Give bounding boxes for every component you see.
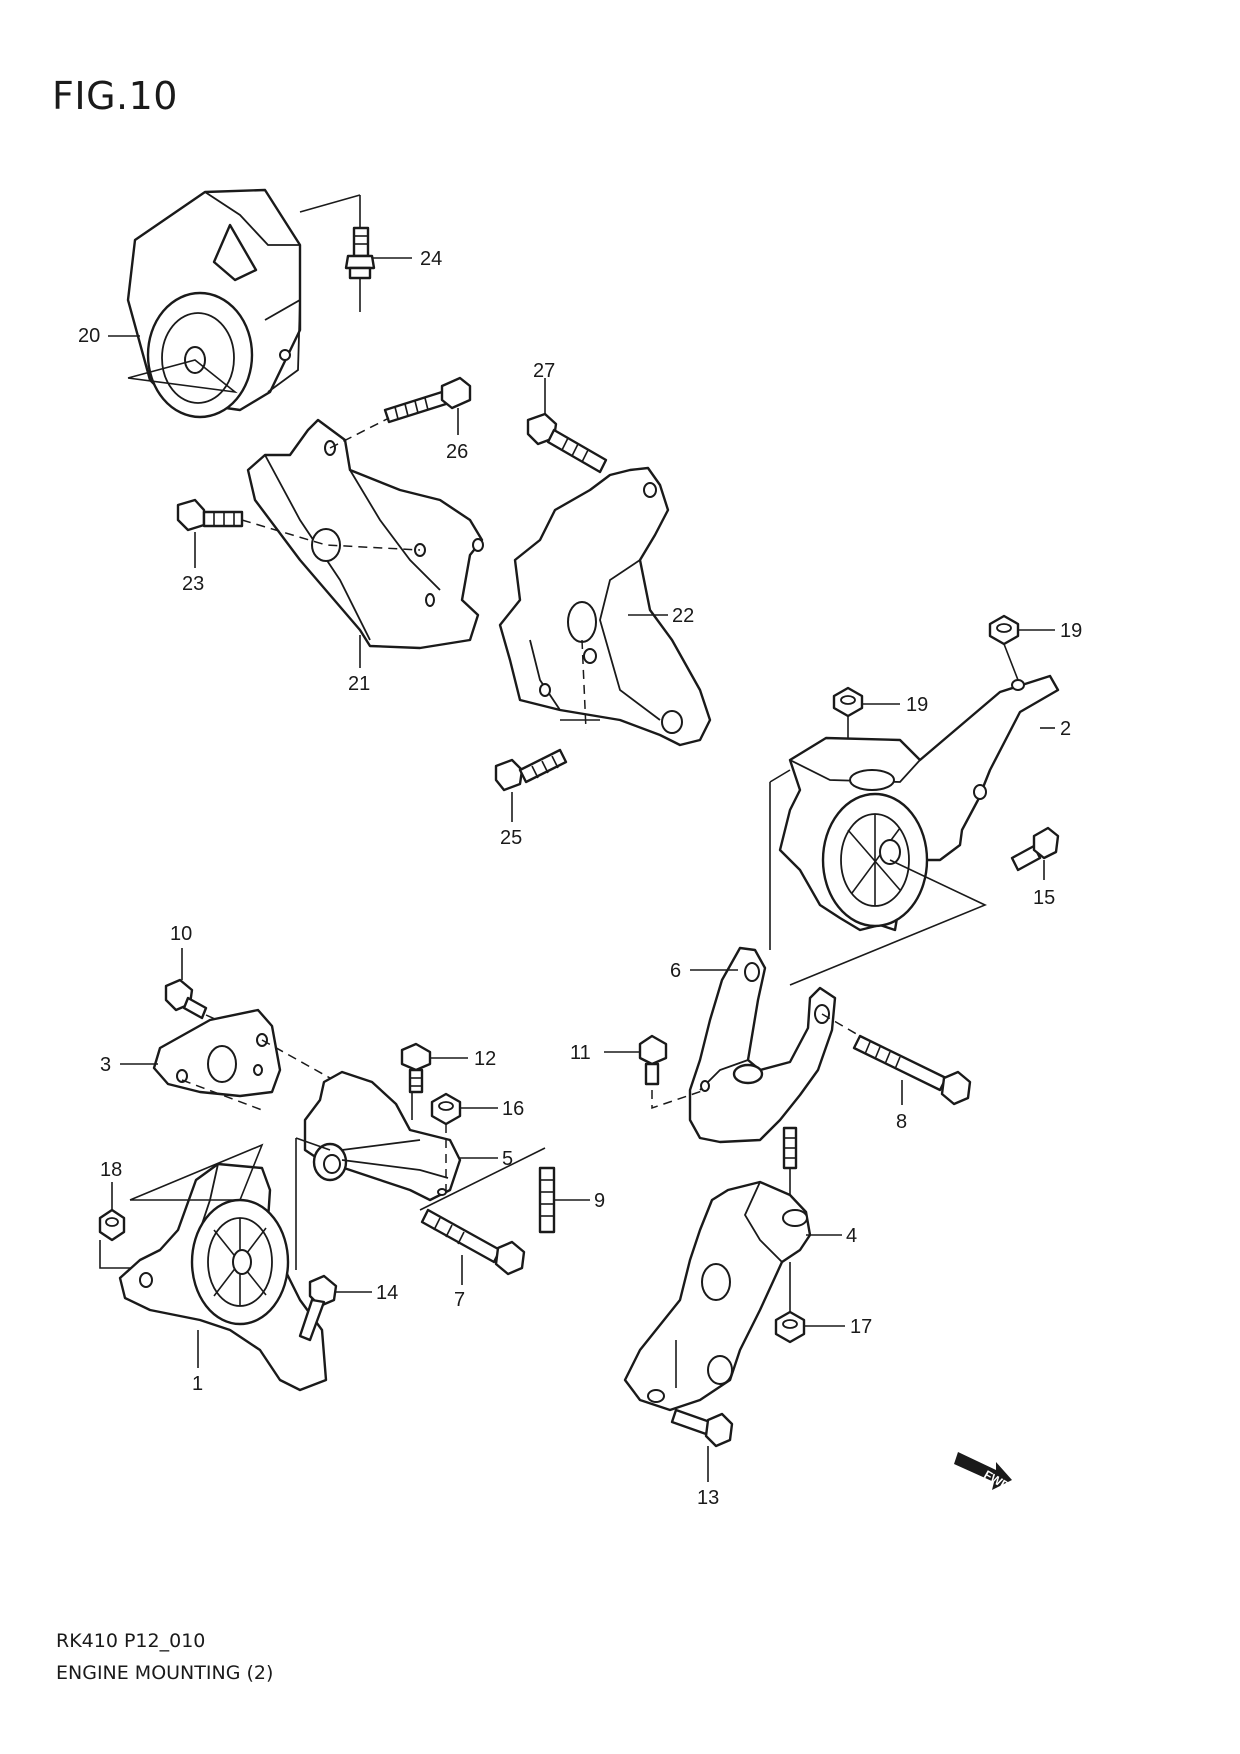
- callout-17: 17: [850, 1316, 872, 1338]
- part-15-bolt: [1010, 826, 1060, 872]
- part-14-bolt: [298, 1274, 338, 1342]
- callout-1: 1: [192, 1373, 203, 1395]
- callout-24: 24: [420, 248, 442, 270]
- callout-7: 7: [454, 1289, 465, 1311]
- callout-19-lower: 19: [906, 694, 928, 716]
- part-5-bracket: [303, 1070, 462, 1202]
- part-25-bolt: [494, 748, 568, 792]
- part-17-nut: [774, 1310, 806, 1344]
- fwd-arrow: FWD: [954, 1452, 1012, 1493]
- callout-25: 25: [500, 827, 522, 849]
- part-4-lower-bracket: [623, 1180, 812, 1412]
- figure-label: FIG.10: [52, 74, 178, 118]
- model-code: RK410 P12_010: [56, 1630, 206, 1652]
- part-6-bracket: [688, 946, 837, 1144]
- callout-15: 15: [1033, 887, 1055, 909]
- callout-3: 3: [100, 1054, 111, 1076]
- part-9-stud: [538, 1166, 556, 1234]
- part-3-plate: [152, 1008, 282, 1098]
- callout-16: 16: [502, 1098, 524, 1120]
- callout-2: 2: [1060, 718, 1071, 740]
- part-18-nut: [98, 1208, 126, 1242]
- part-16-nut: [430, 1092, 462, 1126]
- callout-26: 26: [446, 441, 468, 463]
- callout-6: 6: [670, 960, 681, 982]
- part-19-nut-upper: [988, 614, 1020, 646]
- part-26-bolt: [383, 376, 472, 424]
- part-11-bolt: [638, 1034, 668, 1086]
- callout-5: 5: [502, 1148, 513, 1170]
- fwd-label: FWD: [982, 1467, 1013, 1493]
- part-7-bolt: [420, 1208, 526, 1276]
- part-23-bolt: [176, 498, 244, 532]
- callout-9: 9: [594, 1190, 605, 1212]
- part-13-bolt: [670, 1408, 734, 1448]
- callout-27: 27: [533, 360, 555, 382]
- part-20-mount-bracket: [126, 188, 302, 419]
- callout-11: 11: [570, 1042, 591, 1064]
- part-1-engine-mount: [118, 1162, 328, 1392]
- part-12-bolt: [400, 1042, 432, 1094]
- callout-10: 10: [170, 923, 192, 945]
- part-22-engine-bracket: [498, 466, 712, 747]
- callout-14: 14: [376, 1282, 398, 1304]
- callout-22: 22: [672, 605, 694, 627]
- part-2-engine-mount: [778, 674, 1060, 932]
- callout-19-upper: 19: [1060, 620, 1082, 642]
- callout-13: 13: [697, 1487, 719, 1509]
- part-21-bracket: [246, 418, 484, 650]
- diagram-title: ENGINE MOUNTING (2): [56, 1662, 274, 1684]
- callout-4: 4: [846, 1225, 857, 1247]
- callout-20: 20: [78, 325, 100, 347]
- part-24-bolt: [344, 226, 376, 280]
- callout-8: 8: [896, 1111, 907, 1133]
- part-10-bolt: [164, 978, 208, 1020]
- stud-bolt: [782, 1126, 798, 1170]
- callout-12: 12: [474, 1048, 496, 1070]
- callout-23: 23: [182, 573, 204, 595]
- callout-21: 21: [348, 673, 370, 695]
- part-8-bolt: [852, 1034, 972, 1106]
- part-27-bolt: [526, 412, 608, 474]
- part-19-nut-lower: [832, 686, 864, 718]
- callout-18: 18: [100, 1159, 122, 1181]
